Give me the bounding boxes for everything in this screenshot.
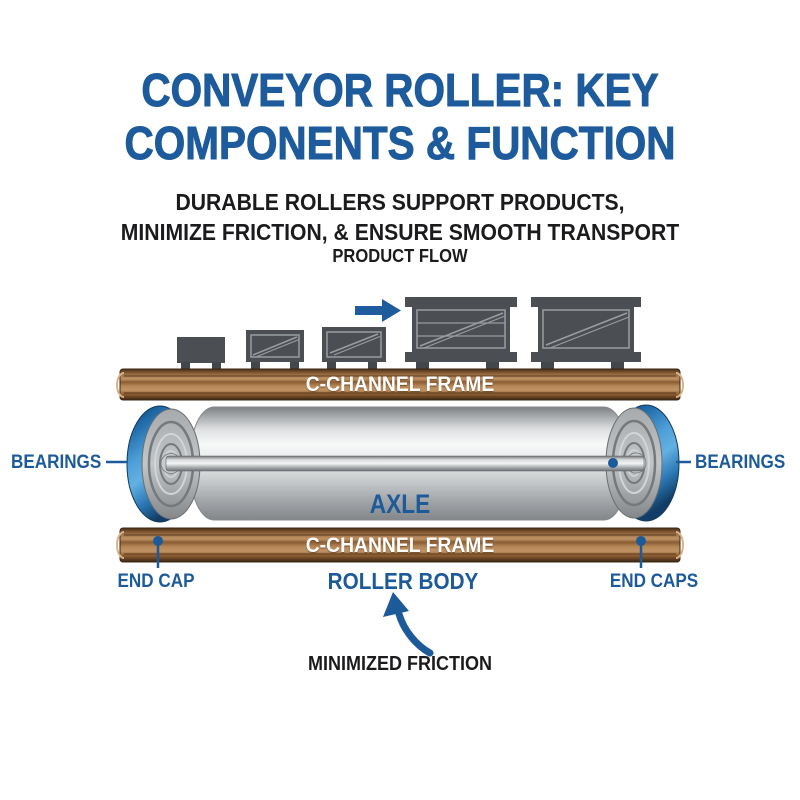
roller-body-label: ROLLER BODY bbox=[327, 568, 479, 594]
crate-5 bbox=[531, 297, 641, 369]
axle-rod bbox=[160, 452, 647, 474]
product-flow-label: PRODUCT FLOW bbox=[332, 246, 468, 266]
crate-4 bbox=[405, 297, 517, 369]
bearings-left-label: BEARINGS bbox=[11, 452, 102, 473]
curved-up-arrow-icon bbox=[383, 592, 434, 657]
crate-2 bbox=[246, 330, 304, 369]
right-arrow-icon bbox=[355, 299, 401, 322]
bottom-c-channel-frame bbox=[116, 527, 684, 563]
page-subtitle: DURABLE ROLLERS SUPPORT PRODUCTS, MINIMI… bbox=[32, 187, 768, 247]
end-cap-label: END CAP bbox=[117, 571, 195, 592]
page-subtitle-line2: MINIMIZE FRICTION, & ENSURE SMOOTH TRANS… bbox=[120, 219, 680, 245]
end-cap-left-leader-line bbox=[153, 536, 163, 568]
page-title-line2: COMPONENTS & FUNCTION bbox=[124, 117, 676, 170]
crate-1 bbox=[177, 337, 225, 369]
crate-3 bbox=[322, 327, 386, 369]
axle-marker-dot bbox=[608, 458, 618, 468]
minimized-friction-label: MINIMIZED FRICTION bbox=[308, 653, 492, 675]
end-caps-label: END CAPS bbox=[609, 571, 699, 592]
axle-label: AXLE bbox=[369, 489, 431, 519]
top-c-channel-frame bbox=[116, 368, 684, 401]
top-frame-label: C-CHANNEL FRAME bbox=[305, 373, 495, 396]
bearings-right-label: BEARINGS bbox=[695, 452, 786, 473]
end-cap-right-leader-line bbox=[636, 536, 646, 568]
page-title: CONVEYOR ROLLER: KEY COMPONENTS & FUNCTI… bbox=[0, 64, 800, 170]
page-title-line1: CONVEYOR ROLLER: KEY bbox=[141, 64, 659, 117]
bottom-frame-label: C-CHANNEL FRAME bbox=[305, 534, 495, 557]
page-subtitle-line1: DURABLE ROLLERS SUPPORT PRODUCTS, bbox=[175, 189, 625, 215]
